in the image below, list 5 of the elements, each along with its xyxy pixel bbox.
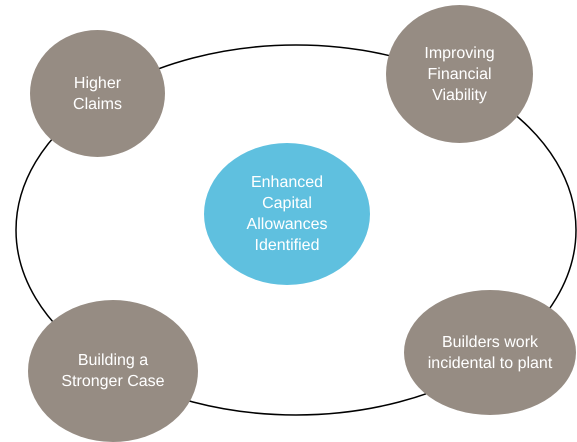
node-label: Enhanced Capital Allowances Identified (246, 173, 328, 256)
node-label: Improving Financial Viability (423, 44, 496, 106)
node-label: Higher Claims (72, 74, 123, 114)
node-label: Building a Stronger Case (60, 351, 166, 392)
node-label: Builders work incidental to plant (426, 332, 554, 374)
